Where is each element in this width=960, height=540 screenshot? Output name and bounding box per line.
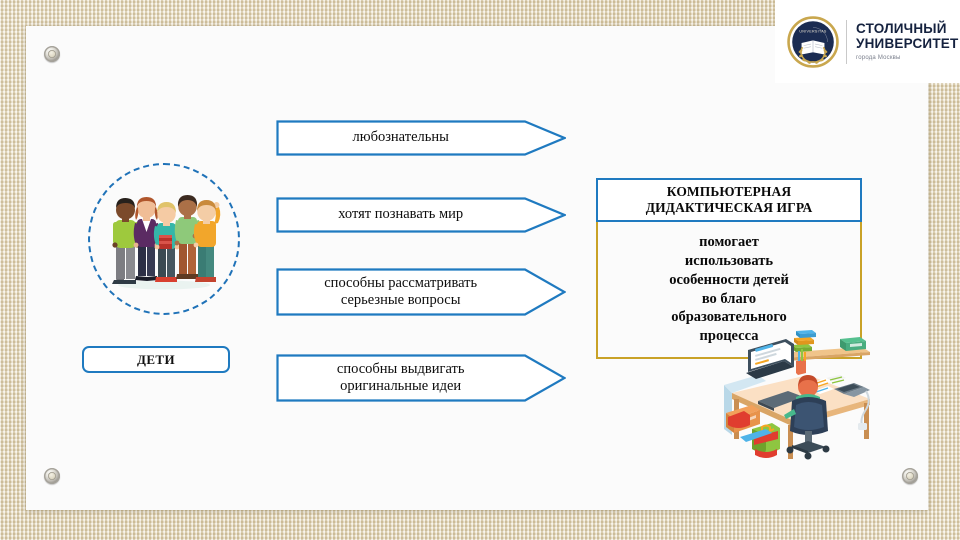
children-group-illustration [112, 195, 221, 290]
arrow-callout-1: хотят познавать мир [276, 197, 566, 233]
university-logo: UNIVERSITAS СТОЛИЧНЫЙ УНИВЕРСИТЕТ города… [775, 0, 960, 83]
arrow-shape-icon [276, 197, 566, 233]
arrow-callout-2-text: способны рассматривать серьезные вопросы [324, 274, 478, 308]
arrow-callout-0: любознательны [276, 120, 566, 156]
logo-line-2: УНИВЕРСИТЕТ [856, 36, 959, 51]
arrow-callout-0-text: любознательны [352, 129, 449, 146]
logo-wordmark: СТОЛИЧНЫЙ УНИВЕРСИТЕТ города Москвы [856, 21, 959, 61]
deti-label-box: ДЕТИ [82, 346, 230, 373]
arrow-callout-2: способны рассматривать серьезные вопросы [276, 268, 566, 316]
deti-label-text: ДЕТИ [137, 351, 175, 367]
corner-rivet-top-left [44, 46, 60, 62]
arrow-shape-icon [276, 268, 566, 316]
logo-line-1: СТОЛИЧНЫЙ [856, 21, 947, 37]
arrow-shape-icon [276, 120, 566, 156]
arrow-callout-3: способны выдвигать оригинальные идеи [276, 354, 566, 402]
corner-rivet-bottom-right [902, 468, 918, 484]
arrow-callout-1-text: хотят познавать мир [338, 206, 464, 223]
arrow-shape-icon [276, 354, 566, 402]
desk-workstation-illustration [724, 330, 870, 460]
university-emblem-icon: UNIVERSITAS [787, 15, 839, 68]
result-title-box: КОМПЬЮТЕРНАЯ ДИДАКТИЧЕСКАЯ ИГРА [596, 178, 862, 222]
logo-subtitle: города Москвы [856, 54, 901, 61]
logo-divider [846, 19, 847, 64]
result-title-text: КОМПЬЮТЕРНАЯ ДИДАКТИЧЕСКАЯ ИГРА [645, 184, 813, 215]
arrow-callout-3-text: способны выдвигать оригинальные идеи [336, 360, 465, 394]
corner-rivet-bottom-left [44, 468, 60, 484]
svg-text:UNIVERSITAS: UNIVERSITAS [799, 29, 827, 33]
children-dashed-circle [88, 163, 240, 315]
